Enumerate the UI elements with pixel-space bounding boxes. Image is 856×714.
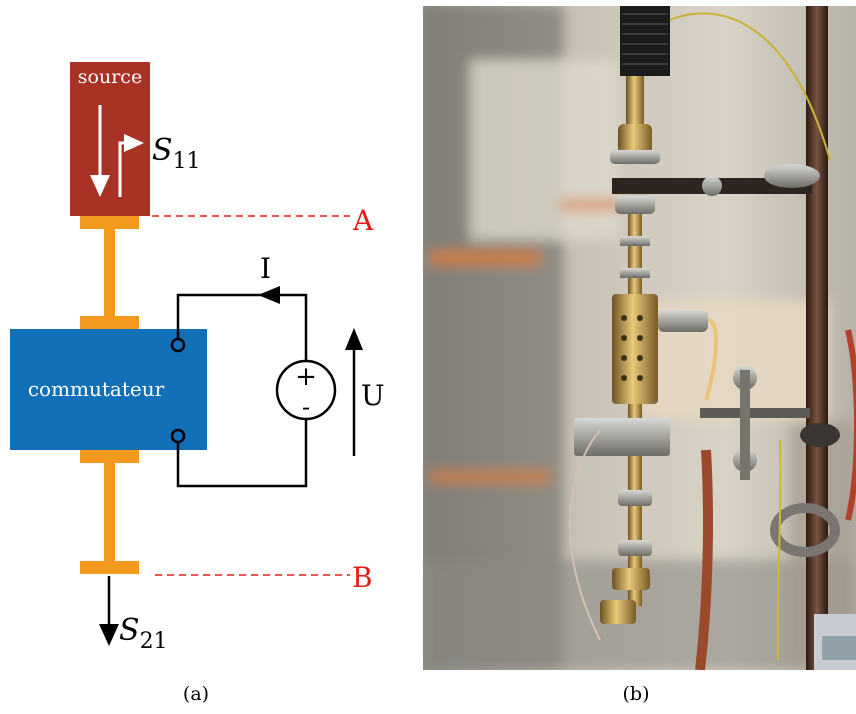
photo-mount-block bbox=[574, 418, 670, 456]
bias-wire bbox=[669, 12, 831, 161]
bias-circuit bbox=[176, 293, 308, 488]
caption-a: (a) bbox=[183, 683, 209, 705]
side-clamps bbox=[700, 366, 840, 557]
switch-label: commutateur bbox=[28, 377, 165, 401]
voltage-minus: - bbox=[302, 393, 310, 421]
panel-b-photo: (b) bbox=[423, 6, 856, 705]
reflected-wave-arrow bbox=[118, 134, 144, 197]
current-label: I bbox=[260, 252, 271, 285]
thin-cable bbox=[569, 429, 601, 641]
coiled-cable bbox=[845, 329, 856, 521]
source-block bbox=[70, 62, 150, 216]
s11-label: S11 bbox=[152, 133, 201, 174]
switch-terminal-bottom bbox=[170, 428, 186, 444]
heatsink bbox=[620, 6, 670, 76]
incident-wave-arrow bbox=[90, 105, 110, 197]
voltage-source bbox=[275, 359, 337, 421]
line-pad-switch-top bbox=[80, 316, 139, 329]
stand-rod bbox=[806, 6, 828, 670]
line-pad-bottom bbox=[80, 561, 139, 574]
current-arrow bbox=[258, 286, 280, 304]
plane-a-label: A bbox=[352, 204, 374, 237]
switch-terminal-top bbox=[170, 337, 186, 353]
s21-label: S21 bbox=[119, 613, 168, 654]
voltage-arrow-head bbox=[345, 328, 363, 350]
voltage-plus: + bbox=[295, 362, 317, 392]
line-pad-top bbox=[80, 216, 139, 229]
caption-b: (b) bbox=[623, 683, 650, 705]
transmitted-wave-arrow-head bbox=[99, 624, 119, 646]
line-pad-switch-bottom bbox=[80, 450, 139, 463]
connector-chain bbox=[574, 76, 718, 624]
photo-switch-housing bbox=[612, 294, 658, 404]
panel-a-schematic: source S11 A commutateur I bbox=[10, 62, 385, 705]
plane-b-label: B bbox=[352, 561, 373, 594]
voltage-label: U bbox=[361, 379, 385, 412]
orange-coax bbox=[695, 449, 713, 670]
transmission-line-bottom bbox=[104, 463, 115, 561]
transmission-line-top bbox=[104, 229, 115, 317]
source-label: source bbox=[78, 66, 142, 88]
